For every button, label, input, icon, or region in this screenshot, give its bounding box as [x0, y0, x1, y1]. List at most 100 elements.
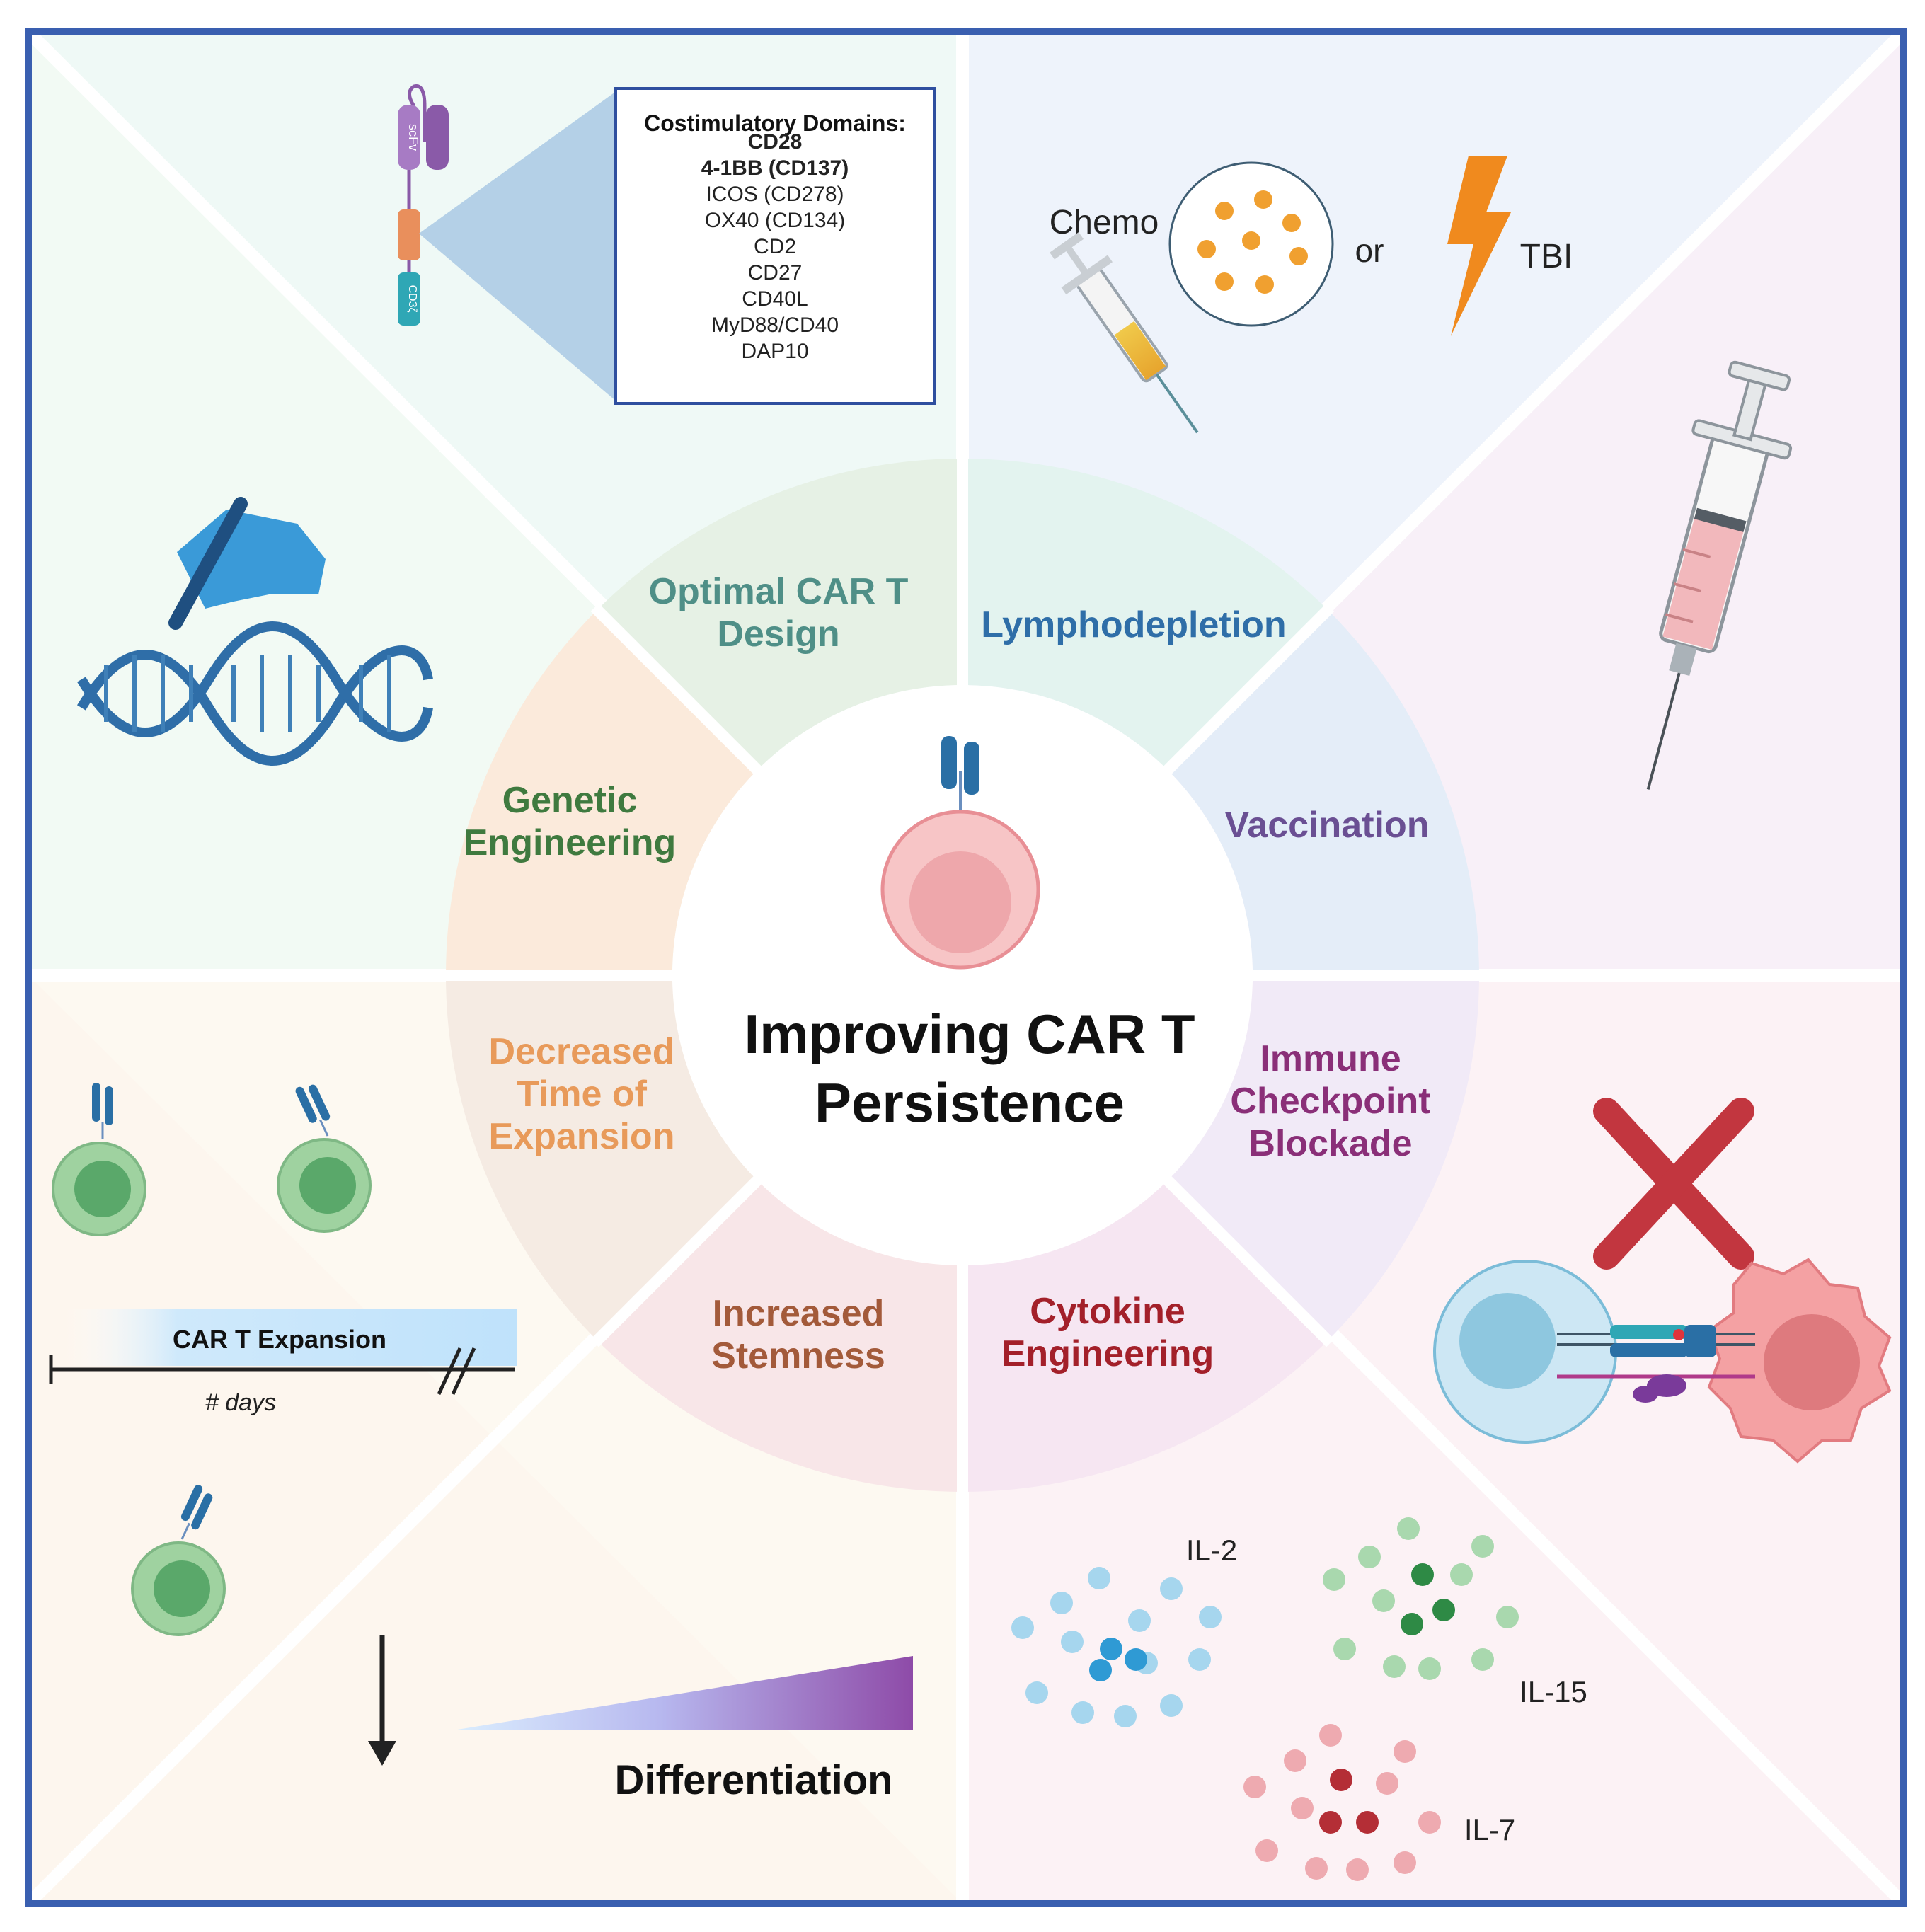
differentiation-label: Differentiation: [614, 1757, 892, 1803]
cytokine-dot: [1376, 1772, 1398, 1795]
cytokine-dot: [1471, 1535, 1494, 1558]
cytokine-panel: IL-2 IL-15 IL-7: [1011, 1517, 1587, 1881]
costim-item: ICOS (CD278): [706, 183, 844, 206]
wheel-segment-genetic: [597, 459, 962, 771]
cytokine-dot: [1243, 1776, 1266, 1798]
cd3z-domain: [398, 272, 420, 326]
segment-label-genetic: Engineering: [464, 822, 676, 863]
cytokine-dot: [1418, 1811, 1441, 1834]
costim-item: MyD88/CD40: [711, 314, 839, 337]
il2-label: IL-2: [1186, 1534, 1237, 1567]
segment-label-expansion-time: Decreased: [488, 1031, 674, 1072]
cytokine-dot: [1125, 1648, 1147, 1671]
wheel-segment-vaccination: [1167, 975, 1479, 1341]
small-syringe-icon: [1050, 232, 1199, 434]
scfv-domain: [398, 105, 420, 170]
cytokine-dot: [1319, 1811, 1342, 1834]
cytokine-dot: [1496, 1606, 1519, 1628]
cytokine-dot: [1432, 1599, 1455, 1621]
cytokine-dot: [1160, 1694, 1183, 1717]
cytokine-dot: [1088, 1567, 1110, 1589]
petri-dish-icon: [1168, 161, 1334, 327]
costim-item: OX40 (CD134): [705, 209, 845, 232]
center-title-line2: Persistence: [815, 1071, 1125, 1134]
wheel-divider: [1161, 603, 1335, 777]
il15-molecules: [1323, 1517, 1519, 1680]
cytokine-dot: [1160, 1577, 1183, 1600]
expansion-bar-label: CAR T Expansion: [173, 1325, 386, 1354]
cytokine-dot: [1100, 1638, 1122, 1660]
cd3z-label: CD3ζ: [406, 284, 418, 312]
car-construct-icon: scFv CD3ζ: [398, 84, 617, 402]
expansion-bar: [64, 1309, 517, 1366]
days-label: # days: [205, 1389, 276, 1416]
lightning-icon: [1447, 156, 1511, 336]
or-label: or: [1355, 232, 1384, 269]
wheel-segment-stemness: [446, 975, 758, 1341]
cytokine-dot: [1394, 1851, 1416, 1874]
cytokine-dot: [1128, 1609, 1151, 1632]
segment-label-checkpoint: Blockade: [1248, 1123, 1412, 1164]
cytokine-dot: [1397, 1517, 1420, 1540]
lymphodepletion-panel: Chemo or TBI: [1050, 156, 1573, 434]
segment-label-expansion-time: Expansion: [489, 1116, 675, 1157]
wheel-divider: [590, 1173, 764, 1347]
costim-item: CD28: [748, 130, 803, 154]
segment-label-lymphodepletion: Lymphodepletion: [981, 604, 1286, 645]
cytokine-dot: [1114, 1705, 1137, 1727]
il7-molecules: [1243, 1724, 1441, 1881]
hand-icon: [177, 510, 326, 609]
cytokine-dot: [1411, 1563, 1434, 1586]
cytokine-dot: [1071, 1701, 1094, 1724]
scfv-domain-2: [426, 105, 449, 170]
cytokine-dot: [1323, 1568, 1345, 1591]
wheel-segment-expansion-time: [446, 609, 758, 975]
cytokine-dot: [1383, 1655, 1406, 1678]
cytokine-dot: [1319, 1724, 1342, 1747]
chemo-label: Chemo: [1050, 204, 1159, 241]
cytokine-dot: [1401, 1613, 1423, 1635]
cytokine-dot: [1418, 1657, 1441, 1680]
costim-item: DAP10: [741, 340, 808, 363]
cytokine-dot: [1305, 1857, 1328, 1880]
t-cell-icon: [52, 1083, 146, 1236]
axis-break-icon: [437, 1347, 462, 1396]
scfv-label: scFv: [406, 124, 420, 151]
cytokine-dot: [1284, 1749, 1306, 1772]
cytokine-dot: [1346, 1858, 1369, 1881]
cytokine-dot: [1050, 1592, 1073, 1614]
segment-label-genetic: Genetic: [502, 780, 638, 821]
segment-label-stemness: Increased: [713, 1293, 885, 1334]
il15-label: IL-15: [1519, 1675, 1587, 1708]
costim-item: CD27: [748, 261, 803, 284]
t-cell-icon: [131, 1485, 226, 1636]
callout-wedge: [419, 91, 617, 402]
costim-item: 4-1BB (CD137): [701, 156, 849, 180]
t-cell-icon: [277, 1084, 372, 1233]
vaccine-syringe-icon: [1646, 360, 1793, 790]
center-circle: [672, 685, 1253, 1265]
cytokine-dot: [1471, 1648, 1494, 1671]
costim-heading: Costimulatory Domains:: [644, 110, 906, 136]
wheel-segment-optimal-design: [962, 459, 1328, 771]
cytokine-dot: [1333, 1638, 1356, 1660]
wheel-divider: [590, 603, 764, 777]
segment-label-stemness: Stemness: [711, 1335, 885, 1376]
pen-icon: [168, 497, 248, 630]
cytokine-dot: [1356, 1811, 1379, 1834]
dna-editing-icon: [76, 497, 433, 766]
center-hub: Improving CAR T Persistence: [672, 685, 1253, 1265]
differentiation-panel: Differentiation: [131, 1485, 913, 1803]
wheel-segment-lymphodepletion: [1167, 609, 1479, 975]
cytokine-dot: [1372, 1589, 1395, 1612]
segment-label-cytokine: Cytokine: [1030, 1291, 1185, 1332]
cytokine-dot: [1255, 1839, 1278, 1862]
costim-item: CD40L: [742, 287, 808, 311]
costim-item: CD2: [754, 235, 796, 258]
segment-label-checkpoint: Checkpoint: [1230, 1081, 1430, 1122]
expansion-panel: CAR T Expansion # days: [49, 1083, 517, 1416]
il2-molecules: [1011, 1567, 1222, 1727]
